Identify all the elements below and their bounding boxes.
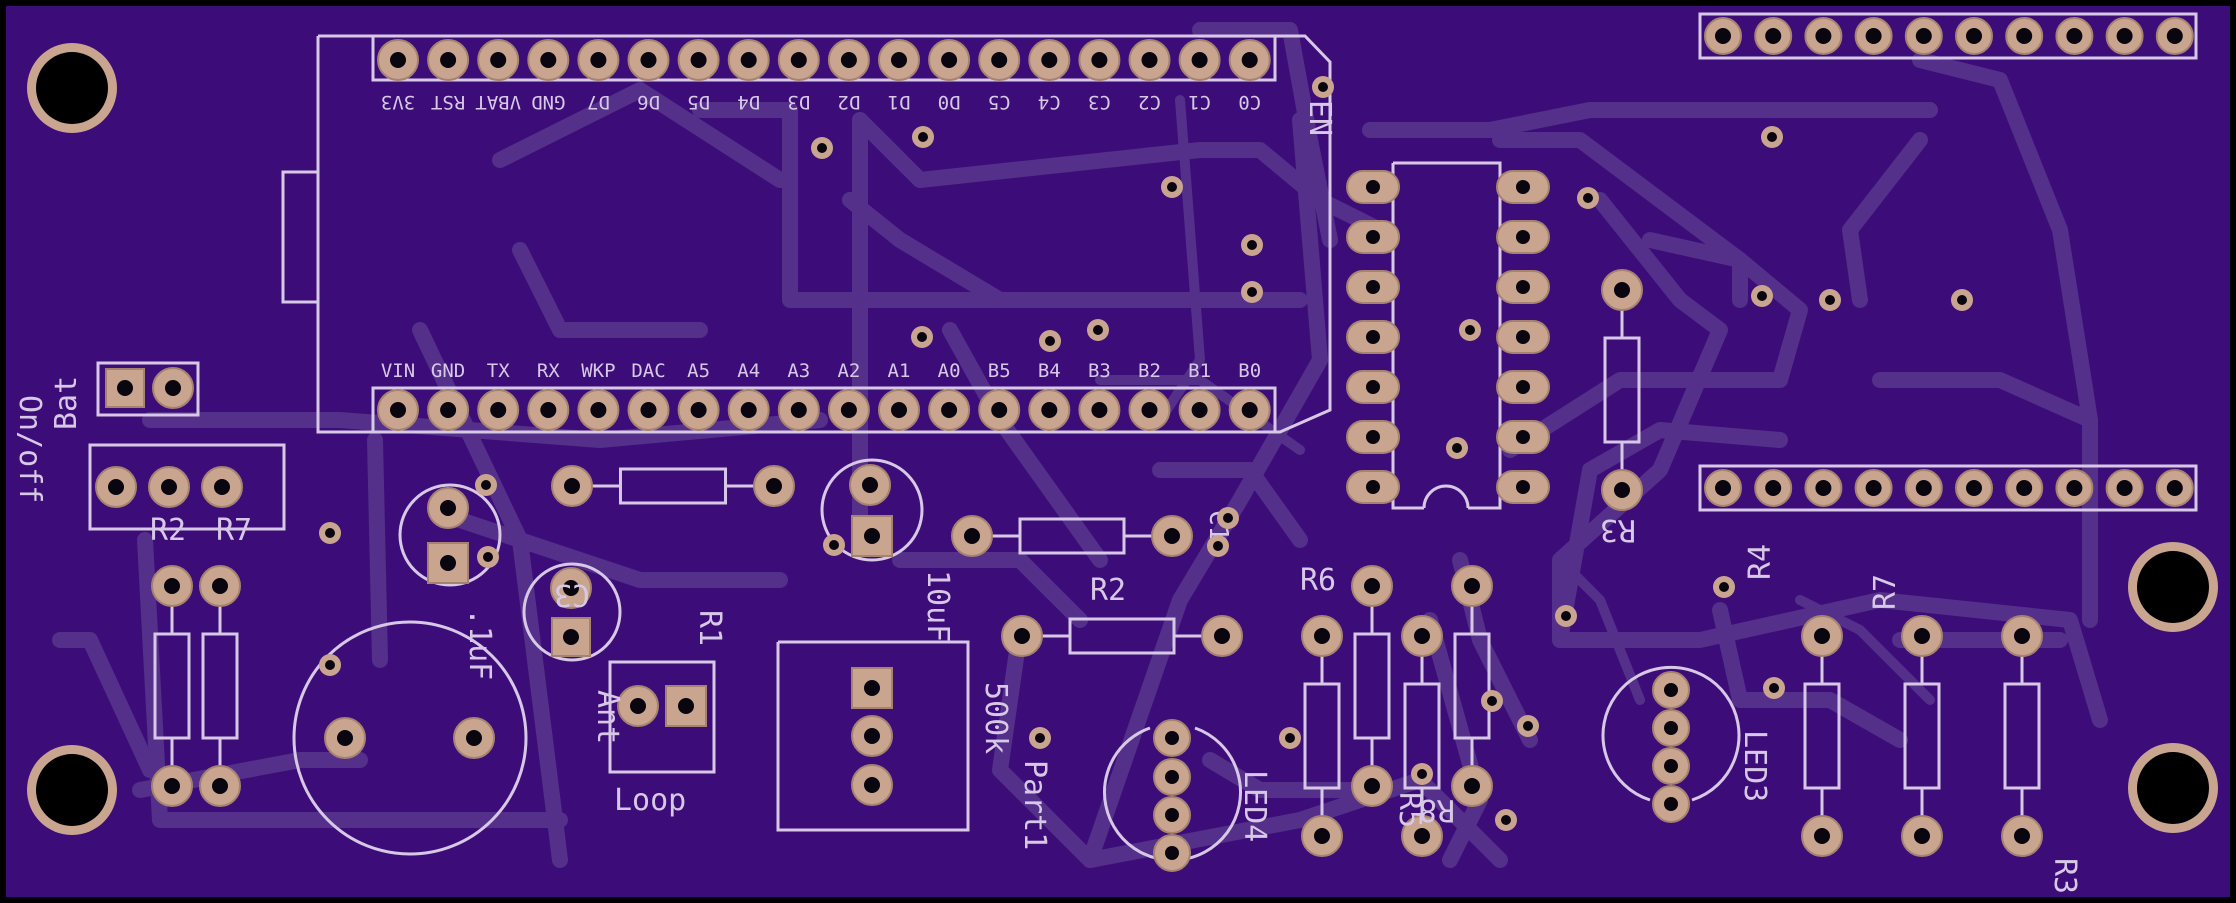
- module-bottom-pin-row: [377, 389, 1271, 431]
- resistor: [151, 565, 193, 807]
- module-top-pin-label: D5: [687, 91, 710, 113]
- header-bottom-outline: [1698, 464, 2198, 512]
- module-top-pin-label: C4: [1038, 91, 1061, 113]
- module-bottom-pin-label: B4: [1038, 360, 1061, 382]
- module-bottom-pin-label: A1: [888, 360, 911, 382]
- large-capacitor-outline: [292, 620, 528, 856]
- header-bottom-right: [1704, 469, 2194, 507]
- r8-label: R8: [1419, 792, 1455, 827]
- r3-label: R3: [1600, 512, 1636, 547]
- resistor: [1601, 269, 1643, 511]
- part1-label: Part1: [1017, 760, 1052, 850]
- resistor: [2001, 615, 2043, 857]
- pot-500k-label: 500k: [978, 682, 1013, 754]
- dip-ic-pads: [1346, 170, 1550, 504]
- module-bottom-pin-label: TX: [487, 360, 510, 382]
- module-top-pin-label: C3: [1088, 91, 1111, 113]
- resistor: [1801, 615, 1843, 857]
- module-bottom-pin-label: A5: [687, 360, 710, 382]
- module-top-pin-label: D1: [888, 91, 911, 113]
- module-top-pin-label: C5: [988, 91, 1011, 113]
- en-label: EN: [1302, 100, 1337, 136]
- module-bottom-pin-label: A4: [737, 360, 760, 382]
- module-bottom-pin-label: A2: [837, 360, 860, 382]
- cap-01uf-label: .1uF: [462, 608, 497, 680]
- module-top-pin-label: D7: [587, 91, 610, 113]
- resistor: [1001, 615, 1243, 657]
- r5-label: R5: [1392, 792, 1427, 828]
- module-bottom-pin-labels: VIN GND TX RX WKP DAC A5 A4 A3 A2 A1 A0 B5 B4 B3 B2 B1 B0: [381, 360, 1261, 382]
- module-top-pin-label: C1: [1188, 91, 1211, 113]
- bat-label: Bat: [49, 376, 84, 430]
- module-bottom-pin-label: A3: [787, 360, 810, 382]
- bat-connector-outline: [96, 361, 200, 417]
- module-top-pin-labels: 3V3 RST VBAT GND D7 D6 D5 D4 D3 D2 D1 D0 C5 C4 C3 C2 C1 C…: [381, 91, 1261, 113]
- resistor: [1451, 565, 1493, 807]
- r2-label-mid: R2: [1090, 573, 1126, 608]
- led3-pads: [1652, 671, 1690, 823]
- loop-connector-outline: [608, 660, 716, 774]
- resistor: [1901, 615, 1943, 857]
- module-bottom-pin-label: DAC: [631, 360, 665, 382]
- resistor: [1301, 615, 1343, 857]
- module-top-pin-label: D4: [737, 91, 760, 113]
- module-bottom-pin-label: GND: [431, 360, 465, 382]
- r7-label-left: R7: [216, 513, 252, 548]
- on-off-label: On/off: [12, 395, 47, 503]
- module-top-pin-label: D3: [787, 91, 810, 113]
- resistor: [1401, 615, 1443, 857]
- capacitor-01uf-outline: [398, 483, 502, 587]
- resistor: [199, 565, 241, 807]
- mounting-holes: [27, 43, 2218, 835]
- module-bottom-pin-label: RX: [537, 360, 560, 382]
- header-top-right: [1704, 17, 2194, 55]
- ant-label: Ant: [590, 690, 625, 744]
- r1-label: R1: [692, 610, 727, 646]
- r2-label-left: R2: [150, 513, 186, 548]
- module-bottom-pin-label: B2: [1138, 360, 1161, 382]
- led3-outline: [1601, 665, 1741, 802]
- module-top-pin-row: [377, 39, 1271, 81]
- led4-pads: [1153, 719, 1191, 872]
- resistor: [951, 515, 1193, 557]
- module-top-pin-label: 3V3: [381, 91, 415, 113]
- module-bottom-pin-label: VIN: [381, 360, 415, 382]
- module-top-pin-label: GND: [531, 91, 565, 113]
- r7-label-right: R7: [1868, 574, 1903, 610]
- module-bottom-pin-label: B1: [1188, 360, 1211, 382]
- r3-edge-label: R3: [2047, 858, 2082, 894]
- resistor: [1351, 565, 1393, 807]
- switch-pads: [95, 466, 243, 508]
- module-top-pin-label: D0: [938, 91, 961, 113]
- module-top-pin-label: RST: [431, 91, 465, 113]
- header-top-outline: [1698, 12, 2198, 60]
- led3-label: LED3: [1737, 730, 1772, 802]
- led4-label: LED4: [1237, 770, 1272, 842]
- resistor: [551, 465, 795, 507]
- module-top-pin-label: C2: [1138, 91, 1161, 113]
- loop-label: Loop: [614, 783, 686, 818]
- r6-label: R6: [1300, 563, 1336, 598]
- cap-10uf-label: 10uF: [920, 570, 955, 642]
- module-top-pin-label: C0: [1238, 91, 1261, 113]
- capacitor-10uf-outline: [820, 458, 924, 562]
- module-bottom-pin-label: B3: [1088, 360, 1111, 382]
- module-outline: [281, 34, 1332, 434]
- vias: [319, 76, 1973, 831]
- module-bottom-pin-label: B5: [988, 360, 1011, 382]
- resistors: [151, 269, 2043, 857]
- r4-label: R4: [1743, 544, 1778, 580]
- module-top-pin-label: D2: [837, 91, 860, 113]
- capacitor-c3-outline: [522, 562, 622, 662]
- module-bottom-pin-label: WKP: [581, 360, 615, 382]
- module-top-pin-label: D6: [637, 91, 660, 113]
- module-bottom-pin-label: A0: [938, 360, 961, 382]
- pot-outline: [776, 640, 970, 832]
- module-bottom-pin-label: B0: [1238, 360, 1261, 382]
- cap-c3-label: C3: [554, 577, 590, 612]
- module-top-pin-label: VBAT: [475, 91, 521, 113]
- switch-outline: [88, 443, 286, 531]
